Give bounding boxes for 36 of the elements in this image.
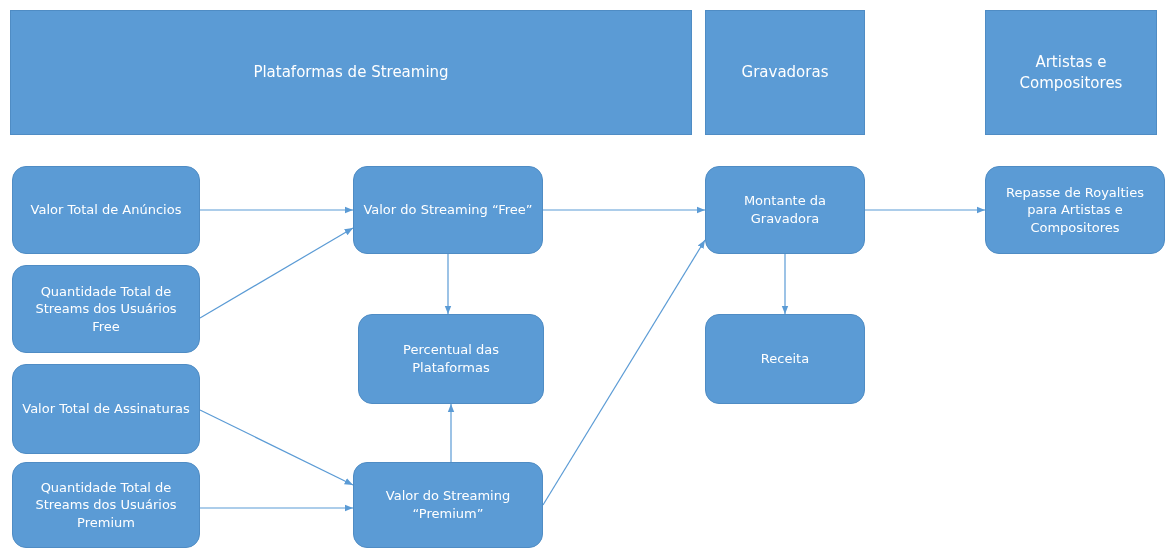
process-box [985,166,1165,254]
arrow [199,227,354,319]
process-box [358,314,544,404]
box-label: Valor do Streaming “Free” [363,201,533,219]
process-box [353,462,543,548]
process-box [12,265,200,353]
arrow [444,253,452,315]
box-label: Gravadoras [741,62,829,83]
process-box [12,166,200,254]
arrow [781,253,789,315]
header-band [10,10,692,135]
arrow [447,403,455,463]
arrow [199,206,354,214]
box-label: Repasse de Royalties para Artistas e Compositores [1005,183,1145,237]
box-label: Quantidade Total de Streams dos Usuários Free [34,282,178,336]
arrow [542,239,706,506]
process-box [12,462,200,548]
box-label: Receita [760,350,810,368]
header-band [705,10,865,135]
process-box [12,364,200,454]
box-label: Montante da Gravadora [742,192,828,228]
arrow [542,206,706,214]
arrow [199,504,354,512]
header-band [985,10,1157,135]
box-label: Valor Total de Assinaturas [22,400,190,418]
box-label: Plataformas de Streaming [253,62,449,83]
box-label: Percentual das Plataformas [402,341,500,377]
box-label: Valor Total de Anúncios [30,201,182,219]
process-box [705,314,865,404]
box-label: Quantidade Total de Streams dos Usuários Premium [34,478,178,532]
arrow [864,206,986,214]
box-label: Artistas e Compositores [1018,52,1124,93]
arrow [199,409,354,486]
process-box [705,166,865,254]
process-box [353,166,543,254]
box-label: Valor do Streaming “Premium” [384,487,512,523]
